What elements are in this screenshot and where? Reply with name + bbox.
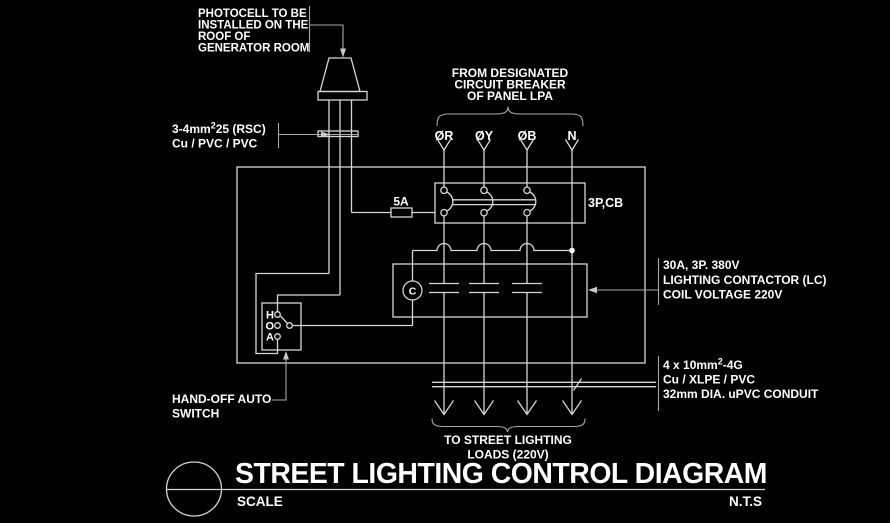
load-note: TO STREET LIGHTING LOADS (220V) <box>444 433 572 462</box>
photocell-note-line1: PHOTOCELL TO BE <box>198 8 307 20</box>
coil-supply-wire <box>411 242 572 281</box>
load-arrow-icon <box>516 400 538 416</box>
hoa-note: HAND-OFF AUTO SWITCH <box>172 351 289 421</box>
lighting-contactor: C <box>392 263 588 326</box>
leader-arrow-icon <box>283 351 289 360</box>
scale-value: N.T.S <box>729 494 762 509</box>
load-cable-label: 4 x 10mm2-4G Cu / XLPE / PVC 32mm DIA. u… <box>657 356 819 411</box>
hand-wire <box>276 294 340 312</box>
title-block: STREET LIGHTING CONTROL DIAGRAM SCALE N.… <box>165 458 768 517</box>
load-arrow-icon <box>561 400 583 416</box>
leader-line <box>309 24 344 51</box>
photocell-symbol <box>317 57 368 101</box>
fuse-symbol <box>390 207 413 218</box>
circuit-breaker: 3P,CB <box>434 182 623 224</box>
load-cable-conduit: 32mm DIA. uPVC CONDUIT <box>663 387 819 401</box>
leader-arrow-icon <box>340 48 346 58</box>
hoa-switch-box <box>261 302 302 351</box>
phase-label-b: ØB <box>518 129 537 143</box>
contactor-note-line3: COIL VOLTAGE 220V <box>663 288 782 302</box>
scale-label: SCALE <box>237 494 283 509</box>
load-note-line1: TO STREET LIGHTING <box>444 433 572 447</box>
breaker-box <box>434 182 586 224</box>
brace-top-icon <box>436 106 584 127</box>
riser-cable-label: 3-4mm225 (RSC) Cu / PVC / PVC <box>172 121 357 151</box>
contact-dot <box>480 208 488 217</box>
phase-label-r: ØR <box>435 129 454 143</box>
panel-feed-line1: FROM DESIGNATED <box>452 66 569 80</box>
load-cable-material: Cu / XLPE / PVC <box>663 373 755 387</box>
contactor-contacts <box>429 282 542 294</box>
leader-arrow-icon <box>588 286 597 294</box>
breaker-arc-icon <box>446 191 454 212</box>
contact-dot <box>440 208 448 217</box>
control-fuse: 5A <box>351 195 435 218</box>
photocell-note-line2: INSTALLED ON THE <box>198 20 309 32</box>
riser-cable-material: Cu / PVC / PVC <box>172 137 258 151</box>
load-cable-spec: 4 x 10mm2-4G <box>663 357 743 373</box>
photocell-note-line4: GENERATOR ROOM <box>198 43 309 55</box>
conduit-slash-tick <box>572 378 583 391</box>
load-arrow-icon <box>433 400 455 416</box>
leader-line <box>272 356 287 401</box>
hoa-note-line2: SWITCH <box>172 407 219 421</box>
breaker-arc-icon <box>529 191 537 212</box>
leader-arrow-icon <box>321 131 330 138</box>
photocell-body-icon <box>319 57 361 93</box>
drawing-title: STREET LIGHTING CONTROL DIAGRAM <box>235 458 767 490</box>
load-conduit <box>432 378 656 391</box>
riser-cable-spec: 3-4mm225 (RSC) <box>172 121 266 137</box>
photocell-note: PHOTOCELL TO BE INSTALLED ON THE ROOF OF… <box>198 6 346 58</box>
panel-feed-line3: OF PANEL LPA <box>467 89 553 103</box>
load-arrow-icon <box>473 400 495 416</box>
contact-dot <box>480 186 488 195</box>
hoa-pos-hand: H <box>266 310 274 322</box>
contactor-note: 30A, 3P. 380V LIGHTING CONTACTOR (LC) CO… <box>588 258 827 305</box>
auto-wire <box>255 272 329 355</box>
contact-dot <box>440 186 448 195</box>
panel-feed-note: FROM DESIGNATED CIRCUIT BREAKER OF PANEL… <box>436 66 584 127</box>
breaker-arc-icon <box>486 191 494 212</box>
breaker-pole-3 <box>523 186 537 217</box>
contactor-note-line1: 30A, 3P. 380V <box>663 258 740 272</box>
phase-label-y: ØY <box>475 129 494 143</box>
coil-letter: C <box>409 286 417 298</box>
phase-labels: ØR ØY ØB N <box>435 129 580 152</box>
contact-dot <box>523 208 531 217</box>
load-note-line2: LOADS (220V) <box>467 448 548 462</box>
phase-label-n: N <box>567 129 576 143</box>
conduit-riser <box>317 100 359 295</box>
contact-dot <box>274 311 281 318</box>
hoa-pos-auto: A <box>266 332 274 344</box>
contact-dot <box>523 186 531 195</box>
contact-dot <box>274 333 281 340</box>
phase-conductors <box>443 150 575 413</box>
hoa-switch: H O A <box>261 302 302 351</box>
contact-dot <box>274 322 281 329</box>
photocell-note-line3: ROOF OF <box>198 31 250 43</box>
hoa-pos-off: O <box>265 321 274 333</box>
conduit-coupling <box>317 130 359 138</box>
load-arrows <box>431 400 586 433</box>
breaker-pole-2 <box>480 186 494 217</box>
common-contact-dot <box>286 322 293 329</box>
fuse-rating-label: 5A <box>393 195 409 209</box>
contactor-box <box>392 263 588 318</box>
switch-arm <box>280 315 288 324</box>
breaker-label: 3P,CB <box>588 196 623 210</box>
panel-feed-line2: CIRCUIT BREAKER <box>454 78 566 92</box>
contactor-note-line2: LIGHTING CONTACTOR (LC) <box>663 273 827 287</box>
brace-bottom-icon <box>431 418 586 433</box>
control-wiring <box>255 272 413 355</box>
hoa-note-line1: HAND-OFF AUTO <box>172 392 271 406</box>
breaker-pole-1 <box>440 186 454 217</box>
photocell-base <box>317 90 368 101</box>
hop-wire <box>412 242 572 252</box>
panel-enclosure-box <box>236 166 646 364</box>
